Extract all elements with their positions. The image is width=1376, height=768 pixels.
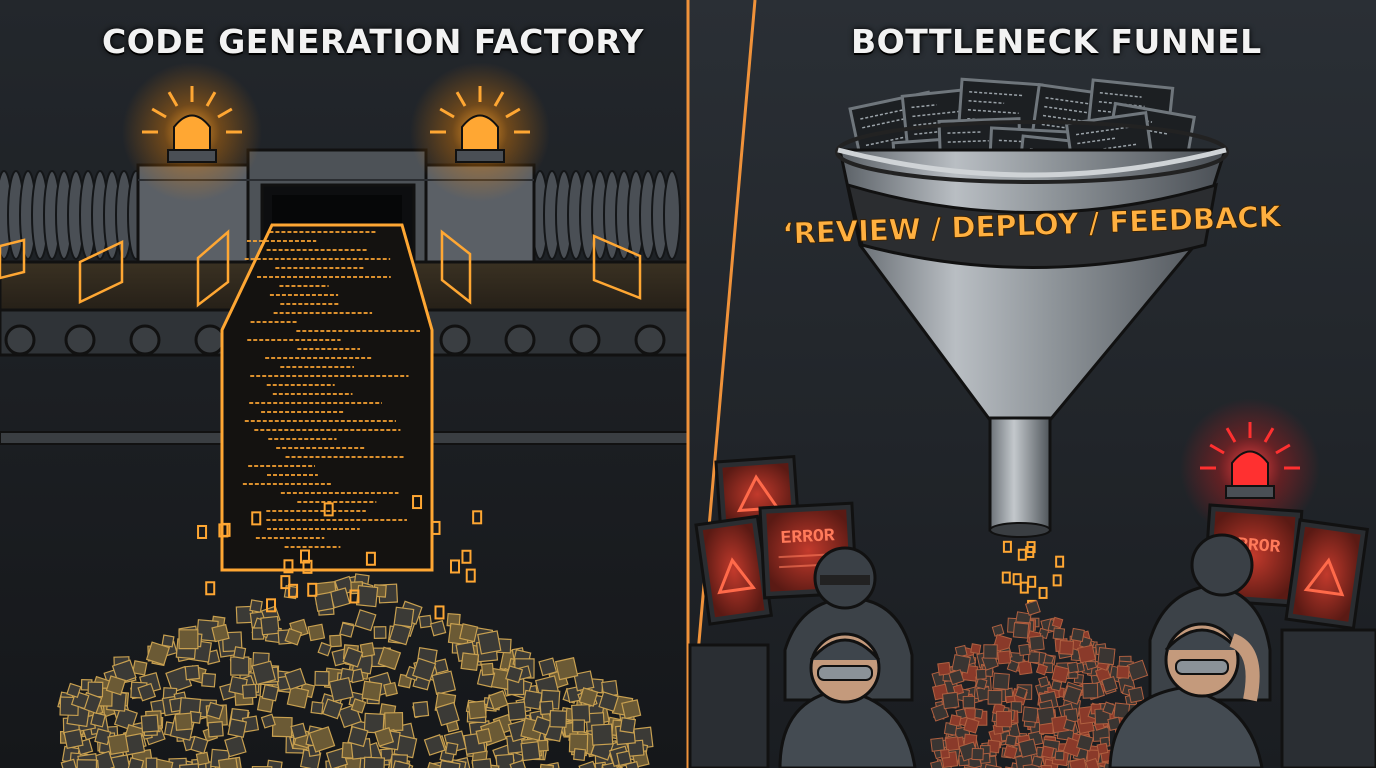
right-panel-title: BOTTLENECK FUNNEL bbox=[851, 22, 1262, 61]
warning-triangle-icon bbox=[717, 557, 757, 595]
funnel bbox=[835, 120, 1229, 538]
left-conveyor-belt bbox=[0, 260, 264, 357]
left-panel-title: CODE GENERATION FACTORY bbox=[102, 22, 644, 61]
code-block-pile bbox=[57, 573, 654, 768]
falling-code-blocks bbox=[1001, 540, 1065, 612]
alarm-beacon-icon bbox=[410, 62, 550, 202]
error-monitors: ERROR ERROR bbox=[694, 454, 1370, 631]
stressed-worker bbox=[778, 632, 917, 768]
stressed-worker bbox=[1108, 622, 1264, 768]
warning-triangle-icon bbox=[1303, 557, 1345, 597]
falling-code-blocks bbox=[197, 495, 483, 620]
error-screen-text: ERROR bbox=[780, 526, 835, 549]
alarm-beacon-icon bbox=[1180, 398, 1320, 538]
panel-divider-diagonal bbox=[686, 0, 757, 768]
warning-triangle-icon bbox=[736, 474, 781, 513]
foreground-monitor bbox=[1280, 628, 1376, 768]
alarm-beacon-icon bbox=[122, 62, 262, 202]
right-coil-tube bbox=[531, 170, 681, 260]
belt-code-cards bbox=[0, 229, 642, 308]
foreground-monitor bbox=[688, 643, 770, 768]
backlog-block-pile bbox=[930, 600, 1149, 768]
right-conveyor-belt bbox=[410, 260, 690, 357]
code-stream-lines bbox=[242, 231, 420, 548]
